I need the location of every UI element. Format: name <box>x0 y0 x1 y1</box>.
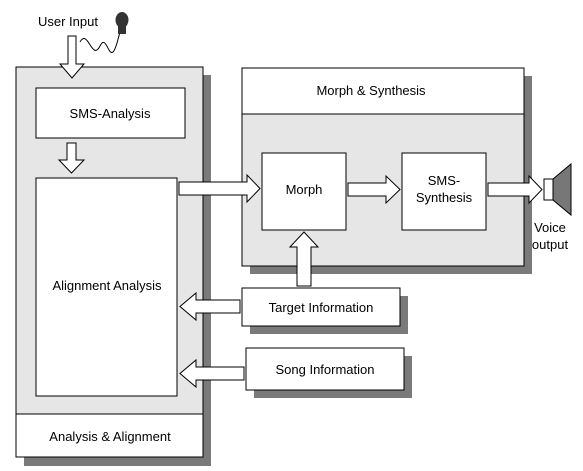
arrow-song-to-alignment <box>179 358 245 389</box>
sms-synthesis-box: SMS- Synthesis <box>401 152 487 231</box>
speaker-icon <box>543 162 572 217</box>
voice-output-label-line1: Voice <box>534 220 566 235</box>
arrow-target-to-alignment <box>179 291 241 322</box>
arrow-sms-to-alignment <box>57 142 86 174</box>
panel-title-analysis-alignment: Analysis & Alignment <box>49 429 171 444</box>
arrow-synthesis-to-output <box>487 174 543 205</box>
sms-analysis-label: SMS-Analysis <box>70 106 151 121</box>
voice-output-label-line2: output <box>532 237 569 252</box>
morph-label: Morph <box>286 182 323 197</box>
target-information-label: Target Information <box>269 300 374 315</box>
arrow-target-to-morph <box>288 231 320 287</box>
alignment-analysis-label: Alignment Analysis <box>52 278 162 293</box>
microphone-icon <box>79 12 129 53</box>
alignment-analysis-box: Alignment Analysis <box>35 177 178 397</box>
sms-analysis-box: SMS-Analysis <box>35 87 186 139</box>
morph-box: Morph <box>261 152 347 231</box>
panel-title-morph-synthesis: Morph & Synthesis <box>316 83 426 98</box>
arrow-alignment-to-morph <box>178 173 261 204</box>
sms-synthesis-label-line1: SMS- <box>428 173 461 188</box>
sms-synthesis-label-line2: Synthesis <box>416 190 473 205</box>
user-input-label: User Input <box>38 14 98 29</box>
panel-header <box>241 67 525 115</box>
arrow-morph-to-synthesis <box>347 174 401 205</box>
song-information-box: Song Information <box>245 347 412 398</box>
panel-footer <box>15 413 204 458</box>
song-information-label: Song Information <box>275 362 374 377</box>
arrow-user-input-down <box>58 35 86 79</box>
target-information-box: Target Information <box>241 287 408 334</box>
